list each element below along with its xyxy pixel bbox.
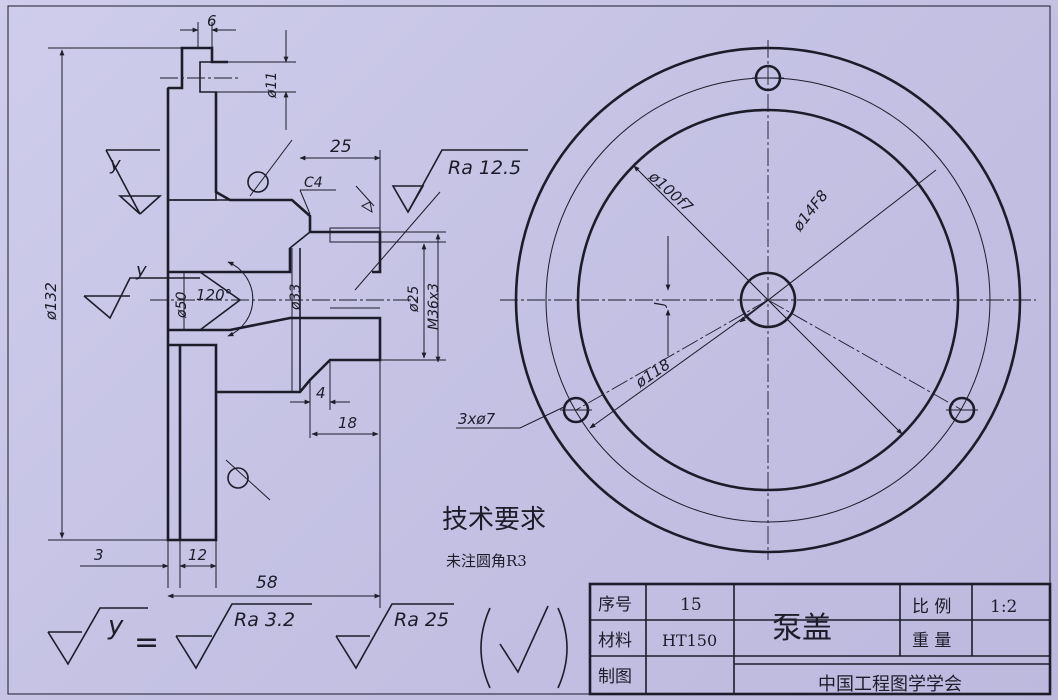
legend-ra32: Ra 3.2	[234, 609, 295, 631]
tb-mat-value: HT150	[662, 631, 717, 650]
dim-d50: ø50	[174, 292, 190, 319]
surface-y-top-label: y	[109, 154, 121, 175]
outline-top	[168, 46, 228, 90]
dim-58: 58	[256, 573, 278, 593]
tb-weight-label: 重 量	[912, 631, 951, 651]
legend-equals: =	[134, 625, 159, 660]
legend-ra25: Ra 25	[394, 609, 449, 631]
title-block: 序号 15 材料 HT150 制图 泵盖 比 例 1:2 重 量 中国工程图学学…	[588, 582, 1052, 696]
dim-25: 25	[330, 137, 352, 157]
fillet-mark-bottom	[227, 467, 249, 489]
tb-draw-label: 制图	[598, 667, 632, 687]
dim-18: 18	[338, 414, 357, 432]
dim-d33: ø33	[288, 284, 304, 311]
dim-4: 4	[316, 384, 326, 402]
dim-d25: ø25	[406, 286, 422, 313]
check-symbol	[499, 605, 549, 674]
legend-y: y	[107, 611, 124, 641]
surface-y-mid	[83, 277, 200, 320]
front-view: ø100f7 ø14F8 ø118 3xø7 J	[456, 40, 1036, 560]
tb-scale-value: 1:2	[990, 597, 1017, 617]
surface-y-mid-label: y	[135, 260, 147, 281]
fillet-leader-top	[249, 139, 293, 197]
dim-cut-mark: J	[653, 302, 668, 309]
outline-hub	[214, 92, 382, 274]
tb-seq-label: 序号	[598, 595, 632, 615]
dim-d118: ø118	[631, 355, 673, 392]
paren-right	[557, 607, 568, 689]
dim-m36: M36x3	[426, 283, 442, 330]
surface-legend: y = Ra 3.2 Ra 25	[47, 603, 568, 689]
tech-note: 未注圆角R3	[446, 552, 527, 570]
tb-mat-label: 材料	[598, 631, 632, 651]
section-view: 6 ø11 25 C4 Ra 12.5 y y ø	[42, 12, 528, 608]
paren-left	[480, 607, 491, 689]
outline-bore	[168, 248, 292, 274]
tech-title: 技术要求	[442, 505, 546, 535]
tb-part-name: 泵盖	[772, 611, 832, 646]
dim-a120: 120°	[196, 286, 232, 304]
hatch-top-flange	[167, 47, 217, 201]
surface-ra125: Ra 12.5	[448, 157, 521, 179]
fillet-leader-bottom	[225, 459, 271, 501]
dim-6: 6	[207, 12, 217, 30]
tb-seq-value: 15	[680, 595, 702, 615]
tb-scale-label: 比 例	[912, 597, 951, 617]
dim-c4: C4	[304, 175, 323, 191]
dim-d11: ø11	[264, 72, 280, 99]
dim-12: 12	[188, 546, 207, 564]
dim-3: 3	[94, 546, 104, 564]
surface-symbol-ra125	[391, 185, 425, 214]
surface-y-top	[105, 149, 163, 215]
dim-d100: ø100f7	[645, 167, 697, 217]
sheet-border	[7, 5, 1051, 695]
tb-org: 中国工程图学学会	[818, 674, 962, 695]
fillet-mark-top	[247, 171, 269, 193]
outline-lower	[168, 316, 382, 394]
hatch-thread	[329, 227, 381, 243]
ra125-leader	[354, 191, 441, 291]
dim-holes: 3xø7	[458, 410, 496, 428]
dim-d132: ø132	[42, 282, 60, 321]
dim-d14: ø14F8	[788, 187, 831, 235]
